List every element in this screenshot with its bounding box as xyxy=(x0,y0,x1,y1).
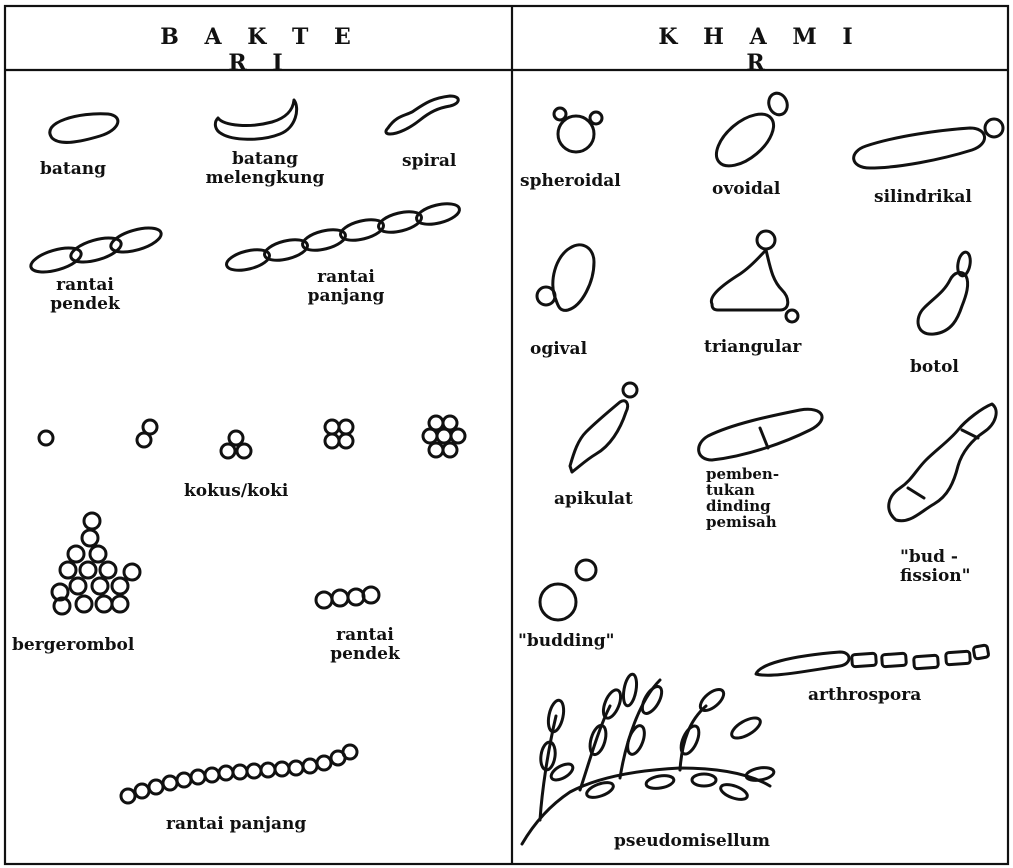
table-frame xyxy=(5,6,1008,864)
label-kokus-koki: kokus/koki xyxy=(184,482,288,501)
label-line: pemisah xyxy=(706,514,779,530)
pseudomisellum-shape xyxy=(522,673,775,844)
label-pembentukan: pemben- tukan dinding pemisah xyxy=(706,466,779,530)
spiral-cell xyxy=(386,96,458,134)
bacteria-short-chain xyxy=(28,223,163,277)
label-line: pendek xyxy=(40,295,130,314)
label-pseudomisellum: pseudomisellum xyxy=(614,832,770,851)
label-line: fission" xyxy=(900,567,971,586)
label-apikulat: apikulat xyxy=(554,490,633,509)
label-line: dinding xyxy=(706,498,779,514)
label-budding: budding xyxy=(518,632,614,651)
bud-fission-cell xyxy=(889,404,996,521)
pembentukan-cell xyxy=(699,409,822,460)
label-bergerombol: bergerombol xyxy=(12,636,134,655)
batang-melengkung-cell xyxy=(215,100,296,139)
label-line: rantai xyxy=(40,276,130,295)
header-bakteri: B A K T E R I xyxy=(150,24,370,76)
label-batang: batang xyxy=(40,160,106,179)
label-line: pendek xyxy=(320,645,410,664)
bacteria-long-chain xyxy=(224,200,461,274)
botol-cell xyxy=(918,251,972,334)
triangular-cell xyxy=(711,231,798,322)
arthrospora-chain xyxy=(756,645,989,675)
header-khamir: K H A M I R xyxy=(640,24,880,76)
label-bud-fission: "bud - fission" xyxy=(900,548,971,586)
label-ovoidal: ovoidal xyxy=(712,180,780,199)
label-line: rantai xyxy=(296,268,396,287)
cluster-shape xyxy=(52,513,140,614)
coccus-shapes xyxy=(39,416,465,458)
label-ogival: ogival xyxy=(530,340,587,359)
label-spheroidal: spheroidal xyxy=(520,172,621,191)
label-triangular: triangular xyxy=(704,338,801,357)
coccus-long-chain xyxy=(121,745,357,803)
label-arthrospora: arthrospora xyxy=(808,686,921,705)
label-line: melengkung xyxy=(200,169,330,188)
label-line: tukan xyxy=(706,482,779,498)
ovoidal-cell xyxy=(707,91,790,176)
label-line: pemben- xyxy=(706,466,779,482)
label-spiral: spiral xyxy=(402,152,456,171)
silindrikal-cell xyxy=(854,119,1003,168)
label-line: batang xyxy=(200,150,330,169)
label-kokus-rantai-pendek: rantai pendek xyxy=(320,626,410,664)
label-silindrikal: silindrikal xyxy=(874,188,972,207)
label-kokus-rantai-panjang: rantai panjang xyxy=(166,815,306,834)
label-batang-melengkung: batang melengkung xyxy=(200,150,330,188)
spheroidal-cell xyxy=(554,108,602,152)
label-line: panjang xyxy=(296,287,396,306)
label-botol: botol xyxy=(910,358,959,377)
apikulat-cell xyxy=(570,383,637,472)
coccus-short-chain xyxy=(316,587,379,608)
label-rantai-panjang: rantai panjang xyxy=(296,268,396,306)
label-line: "bud - xyxy=(900,548,971,567)
batang-cell xyxy=(50,114,118,143)
label-line: rantai xyxy=(320,626,410,645)
label-rantai-pendek: rantai pendek xyxy=(40,276,130,314)
budding-cell xyxy=(540,560,596,620)
ogival-cell xyxy=(537,245,594,311)
